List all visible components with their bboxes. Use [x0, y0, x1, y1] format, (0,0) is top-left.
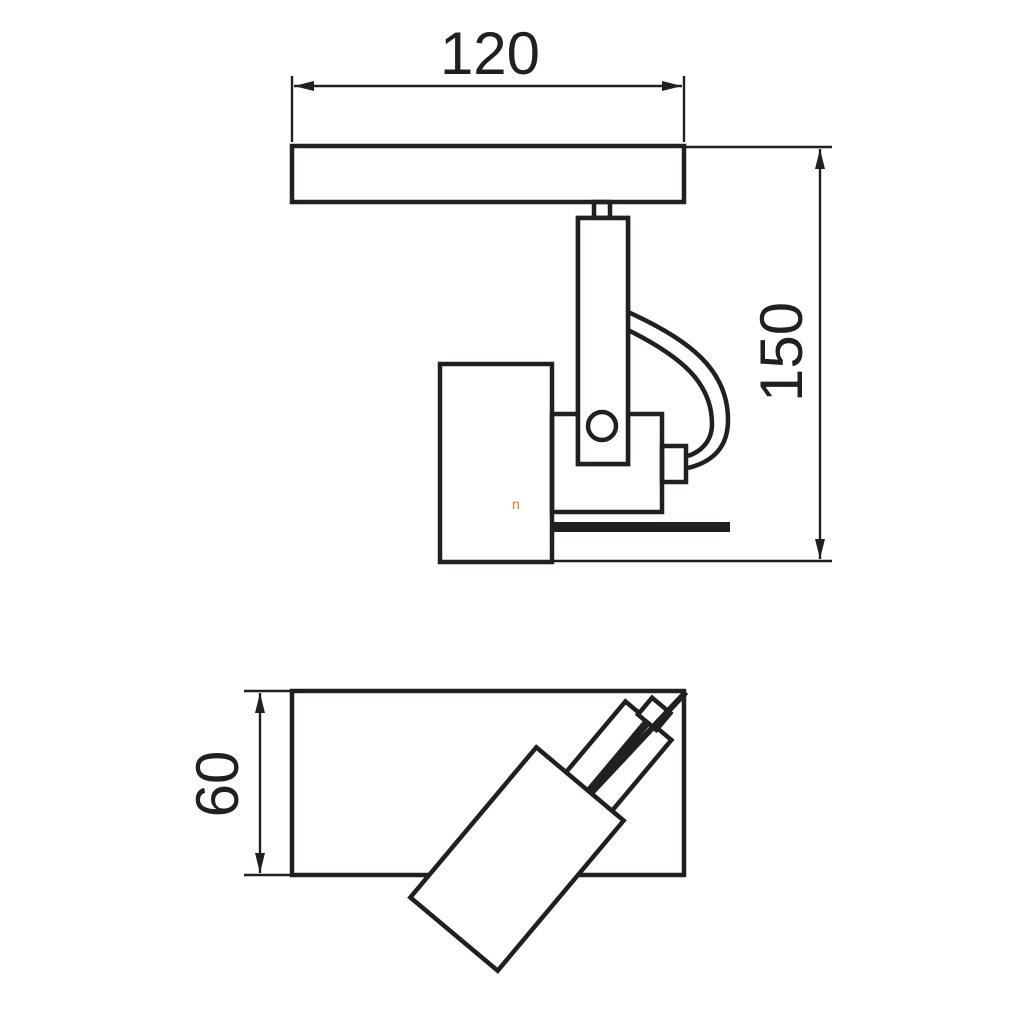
base-plate	[289, 143, 687, 205]
depth-dimension-label: 60	[184, 751, 251, 818]
cable-outer	[627, 309, 731, 471]
annotation-mark: n	[512, 496, 520, 512]
switch-rod	[552, 522, 730, 532]
lamp-head	[437, 361, 555, 565]
width-dimension-label: 120	[440, 20, 540, 87]
cable-connector	[659, 443, 689, 485]
stem-connector	[591, 199, 613, 221]
vertical-arm-front	[575, 215, 631, 467]
lamp-head-top	[407, 744, 627, 974]
lamp-head-body	[407, 744, 627, 974]
pivot-knob	[585, 409, 619, 443]
height-dimension-label: 150	[748, 302, 815, 402]
top-view: 60	[184, 688, 689, 974]
front-view: 120 n 150	[289, 20, 832, 565]
cable-inner	[626, 327, 715, 459]
